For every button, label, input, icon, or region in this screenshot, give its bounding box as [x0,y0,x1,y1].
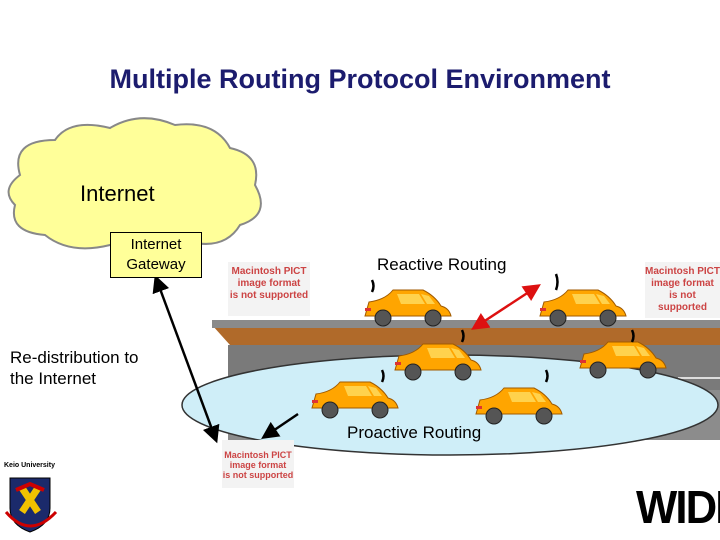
proactive-routing-label: Proactive Routing [347,423,482,442]
keio-logo [4,477,58,533]
pict-line3: is not supported [229,290,309,301]
keio-university-label: Keio University [4,462,55,469]
pict-line1: Macintosh PICT [231,266,307,277]
pict-line3: is not supported [658,290,707,313]
redistribution-line1: Re-distribution to [10,348,139,367]
pict-line2: image format [651,278,714,289]
wide-logo: WIDE [636,481,720,533]
internet-label: Internet [80,181,155,206]
pict-placeholder: Macintosh PICT image format is not suppo… [645,262,720,318]
reactive-arrow [471,284,541,330]
slide-title: Multiple Routing Protocol Environment [109,64,611,94]
pict-line1: Macintosh PICT [224,450,292,460]
pict-line3: is not supported [222,470,294,480]
redistribution-line2: the Internet [10,369,97,388]
pict-line2: image format [229,460,287,470]
pict-line2: image format [237,278,301,289]
internet-cloud [7,117,262,254]
gateway-line2: Gateway [126,256,186,273]
redistribution-label: Re-distribution to the Internet [10,347,139,389]
redistribution-arrow-vehicle [261,412,299,439]
pict-line1: Macintosh PICT [645,266,720,277]
pict-placeholder: Macintosh PICT image format is not suppo… [228,262,310,316]
reactive-routing-label: Reactive Routing [377,255,507,274]
antennas [370,273,635,383]
pict-placeholder: Macintosh PICT image format is not suppo… [222,440,294,488]
redistribution-arrow-gateway [152,274,220,444]
internet-gateway-box: Internet Gateway [110,232,202,278]
gateway-line1: Internet [130,236,182,253]
